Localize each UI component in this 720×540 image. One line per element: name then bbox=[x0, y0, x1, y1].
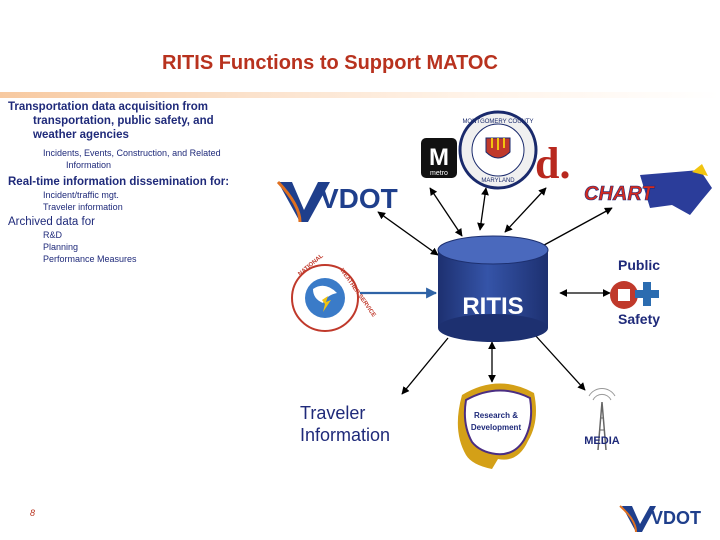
media-logo: MEDIA bbox=[584, 387, 620, 451]
bullet-archive: Archived data for bbox=[8, 216, 95, 228]
county-seal-bottom: MARYLAND bbox=[481, 178, 515, 184]
metro-letter: M bbox=[429, 144, 449, 171]
public-safety-line1: Public bbox=[618, 257, 660, 273]
arrow-traveler bbox=[401, 337, 449, 395]
traveler-information-label: Traveler Information bbox=[300, 402, 390, 446]
traveler-line1: Traveler bbox=[300, 403, 366, 423]
bullet-dissemination: Real-time information dissemination for: bbox=[8, 176, 230, 188]
footer-vdot-text: VDOT bbox=[651, 508, 701, 528]
metro-word: metro bbox=[430, 170, 448, 177]
bullet-acquisition-line1: Transportation data acquisition from bbox=[8, 101, 208, 113]
ritis-label: RITIS bbox=[462, 293, 523, 320]
page-number: 8 bbox=[30, 508, 36, 518]
sub-incidents-line2: Information bbox=[66, 160, 112, 170]
sub-rd: R&D bbox=[43, 230, 63, 240]
arrow-vdot bbox=[377, 211, 439, 256]
title-rule bbox=[0, 92, 720, 98]
montgomery-county-seal: MONTGOMERY COUNTY MARYLAND bbox=[458, 110, 538, 190]
sub-traveler-info: Traveler information bbox=[43, 202, 123, 212]
arrow-chart bbox=[534, 207, 613, 251]
traveler-line2: Information bbox=[300, 425, 391, 445]
slide-title: RITIS Functions to Support MATOC bbox=[162, 52, 498, 74]
arrow-metro bbox=[429, 187, 463, 237]
bullet-list: Transportation data acquisition from tra… bbox=[8, 100, 268, 265]
metro-logo: M metro bbox=[421, 138, 457, 178]
sub-performance: Performance Measures bbox=[43, 254, 137, 264]
footer-vdot-logo: VDOT bbox=[619, 505, 701, 533]
chart-logo-text: CHART bbox=[584, 183, 655, 205]
research-line1: Research & bbox=[474, 411, 518, 420]
arrow-mdot bbox=[504, 187, 547, 233]
bullet-acquisition-line2: transportation, public safety, and bbox=[33, 115, 214, 127]
ritis-cylinder bbox=[437, 235, 549, 342]
research-development-logo: Research & Development bbox=[457, 383, 536, 469]
sub-planning: Planning bbox=[43, 242, 79, 252]
arrow-montgomery bbox=[477, 187, 489, 231]
county-seal-top: MONTGOMERY COUNTY bbox=[462, 119, 533, 125]
vdot-logo: VDOT bbox=[276, 180, 398, 223]
arrow-media bbox=[534, 334, 586, 391]
public-safety-logo: Public Safety bbox=[610, 257, 660, 327]
sub-incidents-line1: Incidents, Events, Construction, and Rel… bbox=[43, 148, 221, 158]
sub-incident-mgt: Incident/traffic mgt. bbox=[43, 190, 119, 200]
vdot-logo-text: VDOT bbox=[320, 183, 398, 214]
media-label: MEDIA bbox=[584, 435, 620, 447]
nws-logo: NATIONAL WEATHER SERVICE bbox=[291, 253, 376, 332]
public-safety-line2: Safety bbox=[618, 311, 660, 327]
chart-logo: CHART bbox=[584, 164, 712, 215]
research-line2: Development bbox=[471, 423, 522, 432]
mdot-logo: d. bbox=[535, 139, 570, 188]
bullet-acquisition-line3: weather agencies bbox=[33, 129, 129, 141]
